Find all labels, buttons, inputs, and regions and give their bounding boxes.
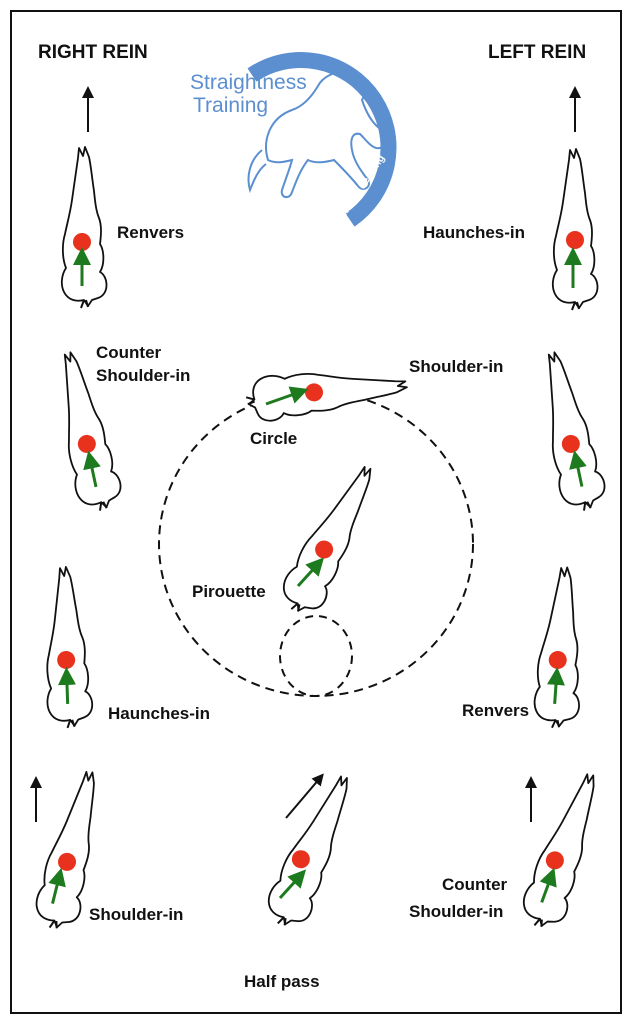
logo-line2: Training	[193, 94, 269, 117]
rider-dot	[561, 434, 580, 453]
label-circle: Circle	[250, 429, 298, 448]
horse-left-haunches-in	[551, 148, 599, 311]
pirouette-green-arrow	[296, 557, 325, 588]
horse-half-pass	[259, 767, 368, 935]
label-half-pass: Half pass	[244, 972, 320, 991]
logo-horse-icon	[265, 70, 388, 198]
green-arrow	[83, 450, 101, 488]
label-right-renvers: Renvers	[117, 223, 185, 242]
horse-right-renvers	[60, 146, 108, 309]
label-left-haunches-in: Haunches-in	[423, 223, 526, 242]
horse-right-counter-shoulder-in	[46, 346, 126, 516]
label-left-counter-2: Shoulder-in	[409, 902, 504, 921]
left-rein-title: LEFT REIN	[488, 42, 587, 63]
logo-line1: Straightness	[190, 71, 307, 94]
rider-dot	[291, 850, 310, 869]
rider-dot	[58, 852, 77, 871]
green-arrow	[48, 867, 66, 904]
horse-pirouette	[273, 456, 391, 623]
horse-circle	[243, 363, 410, 424]
label-left-shoulder-in: Shoulder-in	[409, 357, 504, 376]
rider-dot	[315, 540, 334, 559]
half-pass-direction-arrow	[285, 773, 324, 819]
label-right-shoulder-in: Shoulder-in	[89, 905, 184, 924]
half-pass-green-arrow	[278, 869, 307, 900]
label-right-haunches-in: Haunches-in	[108, 704, 211, 723]
horse-left-renvers	[531, 564, 590, 731]
label-left-renvers: Renvers	[462, 701, 530, 720]
rider-dot	[77, 434, 96, 453]
label-left-counter-1: Counter	[442, 875, 508, 894]
rider-dot	[57, 650, 76, 669]
rider-dot	[545, 851, 564, 870]
rider-dot	[566, 231, 584, 249]
pirouette-path	[279, 615, 353, 697]
rider-dot	[73, 233, 91, 251]
green-arrow	[58, 666, 77, 705]
rider-dot	[305, 383, 324, 402]
label-right-counter-1: Counter	[96, 343, 162, 362]
logo-tail-icon	[247, 149, 267, 194]
label-right-counter-2: Shoulder-in	[96, 366, 191, 385]
horse-left-counter-shoulder-in	[515, 766, 615, 936]
horse-right-shoulder-in	[30, 765, 115, 935]
green-arrow	[569, 450, 587, 487]
logo-arc	[247, 52, 397, 227]
right-rein-title: RIGHT REIN	[38, 42, 148, 63]
green-arrow	[546, 666, 565, 704]
circle-green-arrow	[265, 386, 309, 406]
logo	[247, 52, 397, 227]
horse-left-shoulder-in	[530, 346, 610, 516]
horse-right-haunches-in	[41, 565, 94, 730]
label-pirouette: Pirouette	[192, 582, 266, 601]
green-arrow	[539, 867, 557, 903]
rider-dot	[548, 650, 567, 669]
